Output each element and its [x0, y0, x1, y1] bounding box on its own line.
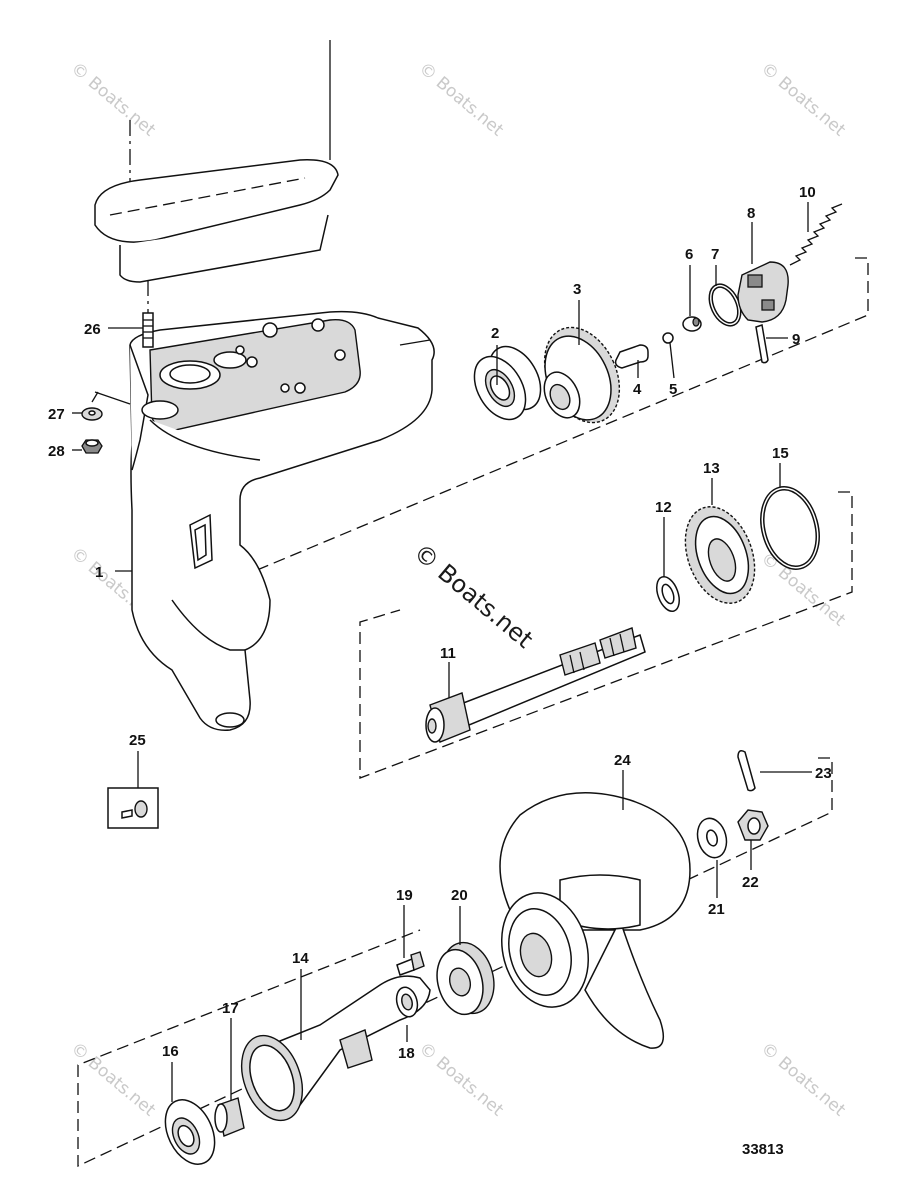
- callout-2: 2: [491, 325, 499, 342]
- callout-22: 22: [742, 874, 759, 891]
- callout-12: 12: [655, 499, 672, 516]
- stud-washer-nut: [81, 312, 154, 454]
- group-frame-upper: [189, 257, 869, 599]
- group-frame-lower: [77, 757, 833, 1168]
- callout-28: 28: [48, 443, 65, 460]
- callout-19: 19: [396, 887, 413, 904]
- callout-15: 15: [772, 445, 789, 462]
- stud: [142, 312, 154, 348]
- clutch: [737, 261, 789, 323]
- callout-9: 9: [792, 331, 800, 348]
- cross-pin: [755, 324, 769, 364]
- clutch-assembly: [737, 203, 843, 364]
- callout-5: 5: [669, 381, 677, 398]
- part-25-inset: [107, 787, 159, 829]
- callout-17: 17: [222, 1000, 239, 1017]
- callout-18: 18: [398, 1045, 415, 1062]
- reverse-gear-parts: [656, 486, 820, 613]
- watermark: © Boats.net: [415, 1039, 508, 1121]
- screw: [396, 957, 415, 976]
- callout-8: 8: [747, 205, 755, 222]
- spring: [789, 203, 843, 266]
- bearing-carrier-assembly: [164, 951, 431, 1165]
- group-frame-middle: [359, 491, 853, 779]
- watermark: © Boats.net: [757, 59, 850, 141]
- callout-24: 24: [614, 752, 631, 769]
- callout-23: 23: [815, 765, 832, 782]
- callout-27: 27: [48, 406, 65, 423]
- watermark: © Boats.net: [67, 1039, 160, 1121]
- gear-housing: [129, 310, 435, 731]
- bearing: [473, 345, 542, 421]
- cam-follower-parts: [614, 283, 742, 369]
- center-watermark: © Boats.net: [408, 538, 538, 654]
- callout-1: 1: [95, 564, 103, 581]
- prop-hardware: [696, 750, 769, 859]
- callout-11: 11: [440, 645, 456, 662]
- driveshaft-housing: [94, 40, 339, 345]
- callout-7: 7: [711, 246, 719, 263]
- callout-20: 20: [451, 887, 468, 904]
- callouts: 1 2 3 4 5 6 7 8 9 10 11 12 13 14 15 16 1…: [48, 184, 832, 1062]
- cam-follower: [614, 344, 649, 369]
- forward-gear: [543, 326, 621, 424]
- leader-lines: [72, 202, 812, 1102]
- propeller-shaft: [425, 627, 646, 743]
- callout-10: 10: [799, 184, 816, 201]
- watermark: © Boats.net: [757, 1039, 850, 1121]
- watermark: © Boats.net: [415, 59, 508, 141]
- callout-21: 21: [708, 901, 725, 918]
- thrust-hub: [436, 941, 495, 1016]
- callout-6: 6: [685, 246, 693, 263]
- callout-4: 4: [633, 381, 642, 398]
- drawing-number: 33813: [742, 1141, 784, 1158]
- cotter-pin: [737, 750, 756, 792]
- callout-25: 25: [129, 732, 146, 749]
- callout-14: 14: [292, 950, 309, 967]
- callout-16: 16: [162, 1043, 179, 1060]
- propeller: [499, 791, 691, 1049]
- watermark: © Boats.net: [67, 59, 160, 141]
- ball: [662, 332, 674, 344]
- callout-3: 3: [573, 281, 581, 298]
- callout-13: 13: [703, 460, 720, 477]
- callout-26: 26: [84, 321, 101, 338]
